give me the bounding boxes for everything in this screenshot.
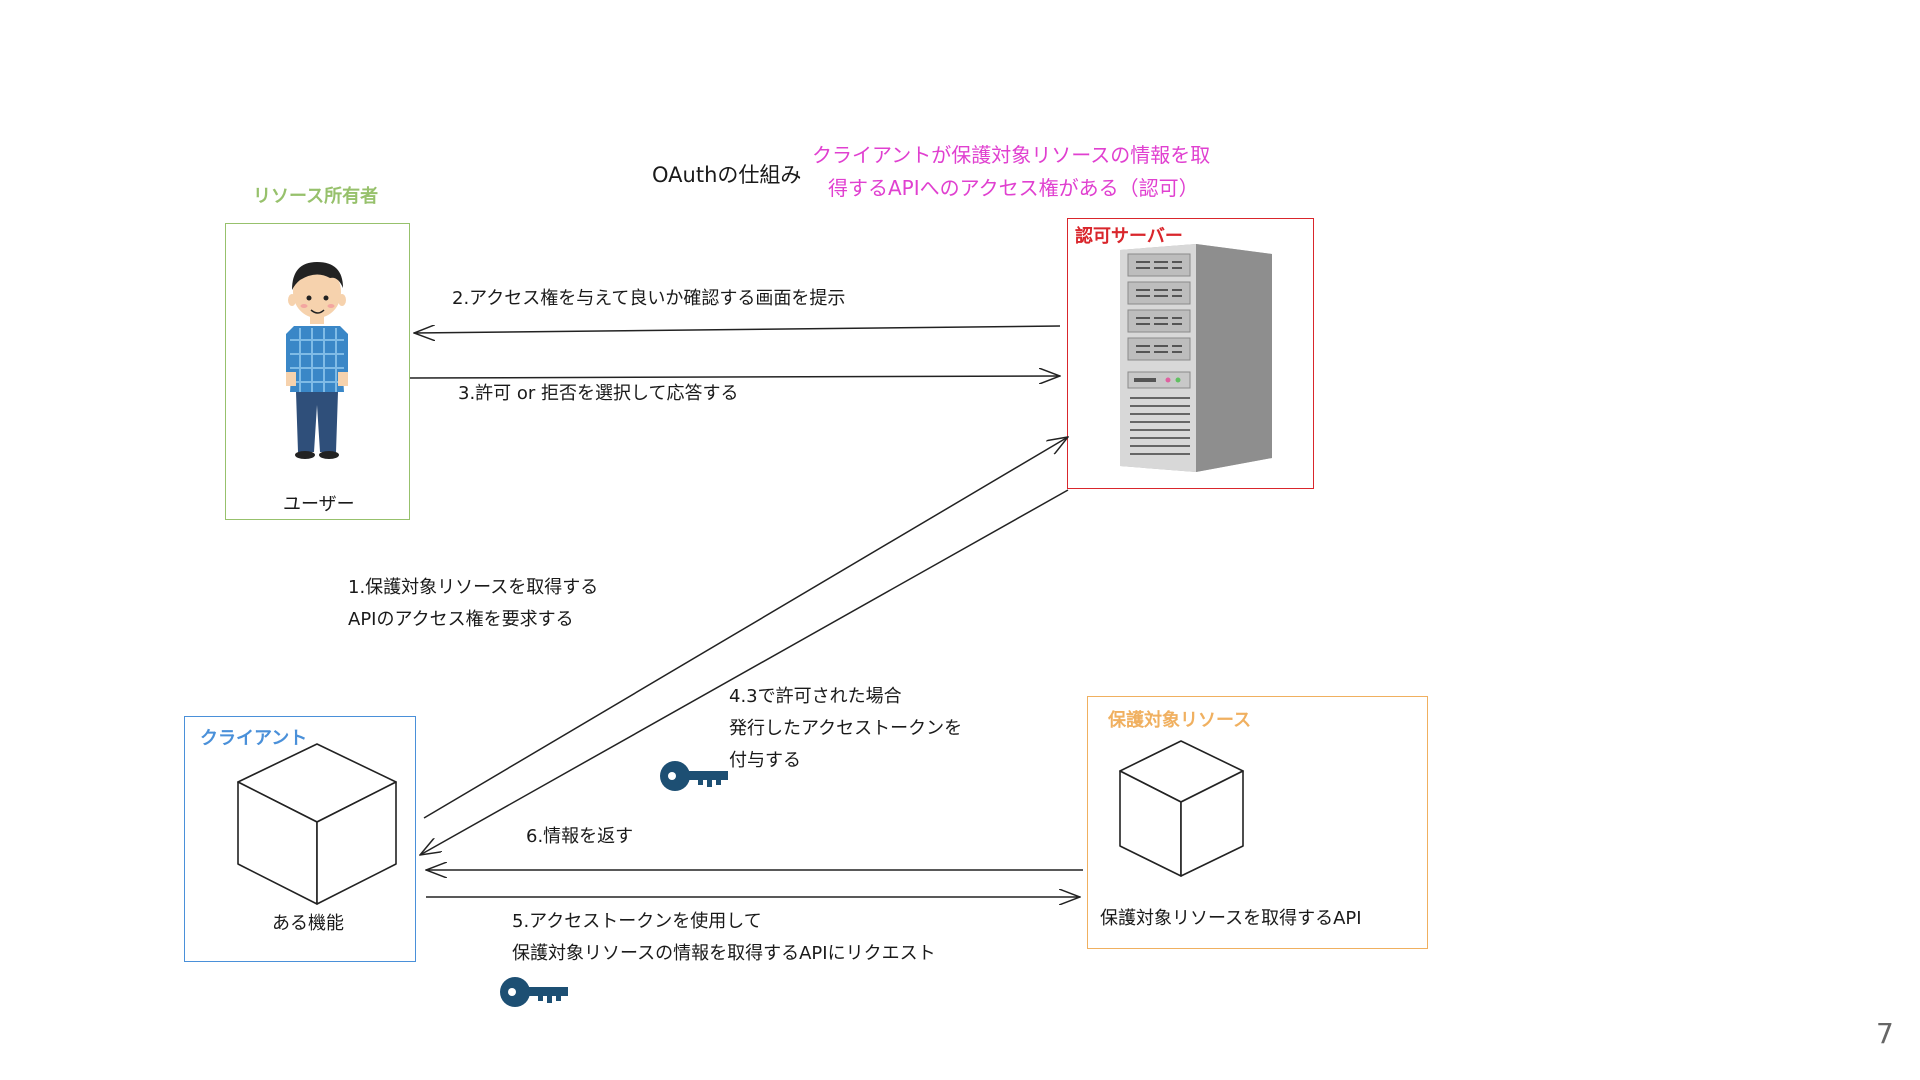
resource-owner-heading: リソース所有者 (253, 186, 379, 207)
client-heading: クライアント (200, 728, 308, 749)
step4-label-line3: 付与する (729, 750, 801, 771)
step2-label: 2.アクセス権を与えて良いか確認する画面を提示 (452, 288, 846, 309)
arrow-step1 (423, 437, 1068, 819)
arrow-step2 (414, 326, 1061, 333)
step1-label-line1: 1.保護対象リソースを取得する (348, 577, 599, 598)
access-token-key-icon-step4 (660, 761, 728, 791)
arrow-step4 (420, 489, 1069, 855)
note-line-1: クライアントが保護対象リソースの情報を取 (812, 143, 1211, 167)
server-icon (1120, 244, 1272, 472)
protected-resource-heading: 保護対象リソース (1108, 710, 1252, 731)
user-label: ユーザー (283, 494, 355, 515)
auth-server-box (1067, 218, 1314, 489)
step5-label-line1: 5.アクセストークンを使用して (512, 911, 762, 932)
diagram-title: OAuthの仕組み (652, 163, 802, 187)
resource-owner-box (225, 223, 410, 520)
step3-label: 3.許可 or 拒否を選択して応答する (458, 383, 739, 404)
client-box (184, 716, 416, 962)
step1-label-line2: APIのアクセス権を要求する (348, 609, 574, 630)
page-number: 7 (1876, 1017, 1894, 1050)
client-function-label: ある機能 (272, 913, 344, 934)
client-cube-icon (237, 743, 397, 905)
protected-resource-box (1087, 696, 1428, 949)
user-person-icon (286, 262, 348, 459)
resource-cube-icon (1119, 740, 1244, 877)
note-line-2: 得するAPIへのアクセス権がある（認可） (828, 176, 1199, 200)
auth-server-heading: 認可サーバー (1075, 226, 1183, 247)
step5-label-line2: 保護対象リソースの情報を取得するAPIにリクエスト (512, 943, 936, 964)
protected-resource-api-label: 保護対象リソースを取得するAPI (1100, 908, 1362, 929)
step6-label: 6.情報を返す (526, 826, 634, 847)
arrow-step3 (409, 376, 1060, 378)
access-token-key-icon-step5 (500, 977, 568, 1007)
step4-label-line1: 4.3で許可された場合 (729, 686, 902, 707)
step4-label-line2: 発行したアクセストークンを (729, 718, 963, 739)
